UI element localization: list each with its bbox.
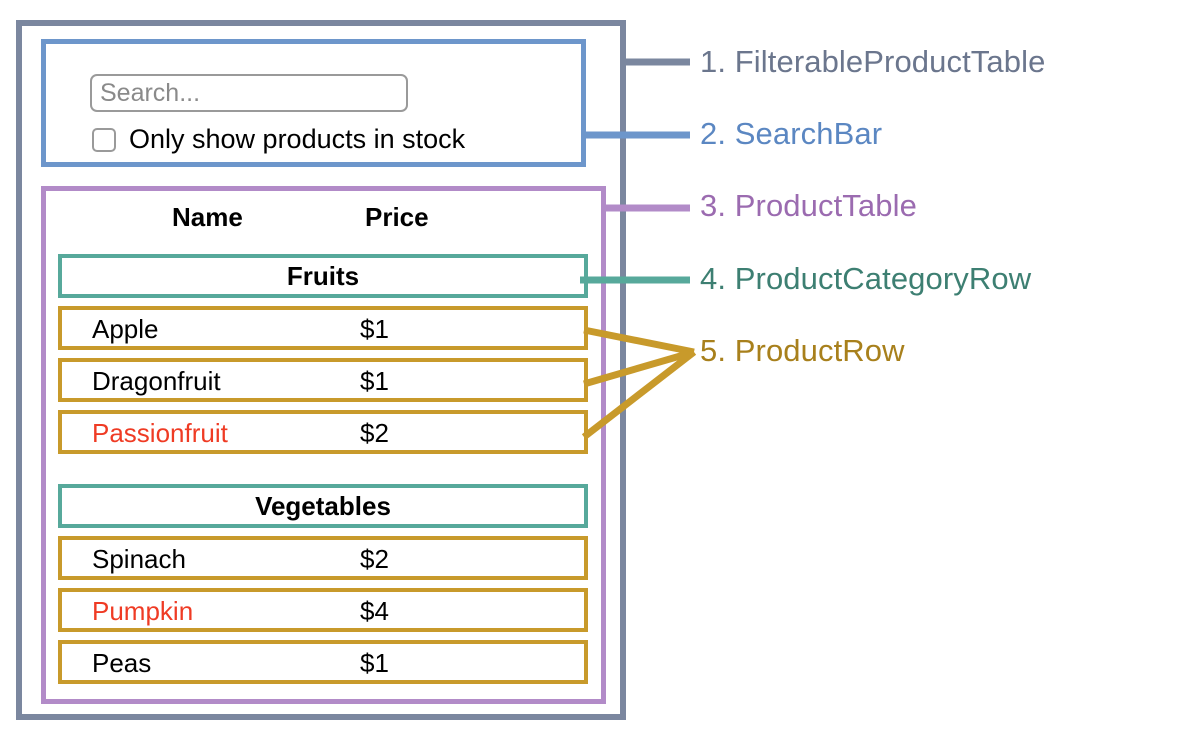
product-row: Peas $1 [58, 640, 588, 684]
product-name-cell: Passionfruit [92, 418, 228, 448]
product-row: Dragonfruit $1 [58, 358, 588, 402]
product-price-cell: $1 [360, 366, 389, 396]
product-category-row: Fruits [58, 254, 588, 298]
product-price-cell: $2 [360, 418, 389, 448]
product-row: Spinach $2 [58, 536, 588, 580]
product-category-label: Vegetables [255, 491, 391, 521]
product-name-cell: Dragonfruit [92, 366, 221, 396]
product-category-row: Vegetables [58, 484, 588, 528]
legend-item-product-row: 5. ProductRow [700, 333, 905, 368]
stock-filter-row[interactable]: Only show products in stock [92, 126, 465, 153]
product-row: Apple $1 [58, 306, 588, 350]
product-name-cell: Spinach [92, 544, 186, 574]
product-price-cell: $1 [360, 314, 389, 344]
product-name-cell: Apple [92, 314, 159, 344]
legend-item-product-table: 3. ProductTable [700, 188, 917, 223]
legend-item-filterable-product-table: 1. FilterableProductTable [700, 44, 1046, 79]
product-price-cell: $2 [360, 544, 389, 574]
product-category-label: Fruits [286, 261, 360, 291]
product-row: Pumpkin $4 [58, 588, 588, 632]
product-price-cell: $4 [360, 596, 389, 626]
legend-item-search-bar: 2. SearchBar [700, 116, 883, 151]
product-name-cell: Pumpkin [92, 596, 194, 626]
column-header-name: Name [172, 202, 243, 232]
product-name-cell: Peas [92, 648, 152, 678]
legend-item-product-category-row: 4. ProductCategoryRow [700, 261, 1032, 296]
product-price-cell: $1 [360, 648, 389, 678]
stock-filter-checkbox[interactable] [92, 127, 116, 152]
table-header-row: Name Price [60, 198, 588, 242]
search-input[interactable] [90, 74, 408, 112]
search-bar-box [41, 39, 586, 167]
column-header-price: Price [365, 202, 429, 232]
product-table-box [41, 186, 606, 704]
product-row: Passionfruit $2 [58, 410, 588, 454]
stock-filter-label: Only show products in stock [129, 124, 466, 154]
